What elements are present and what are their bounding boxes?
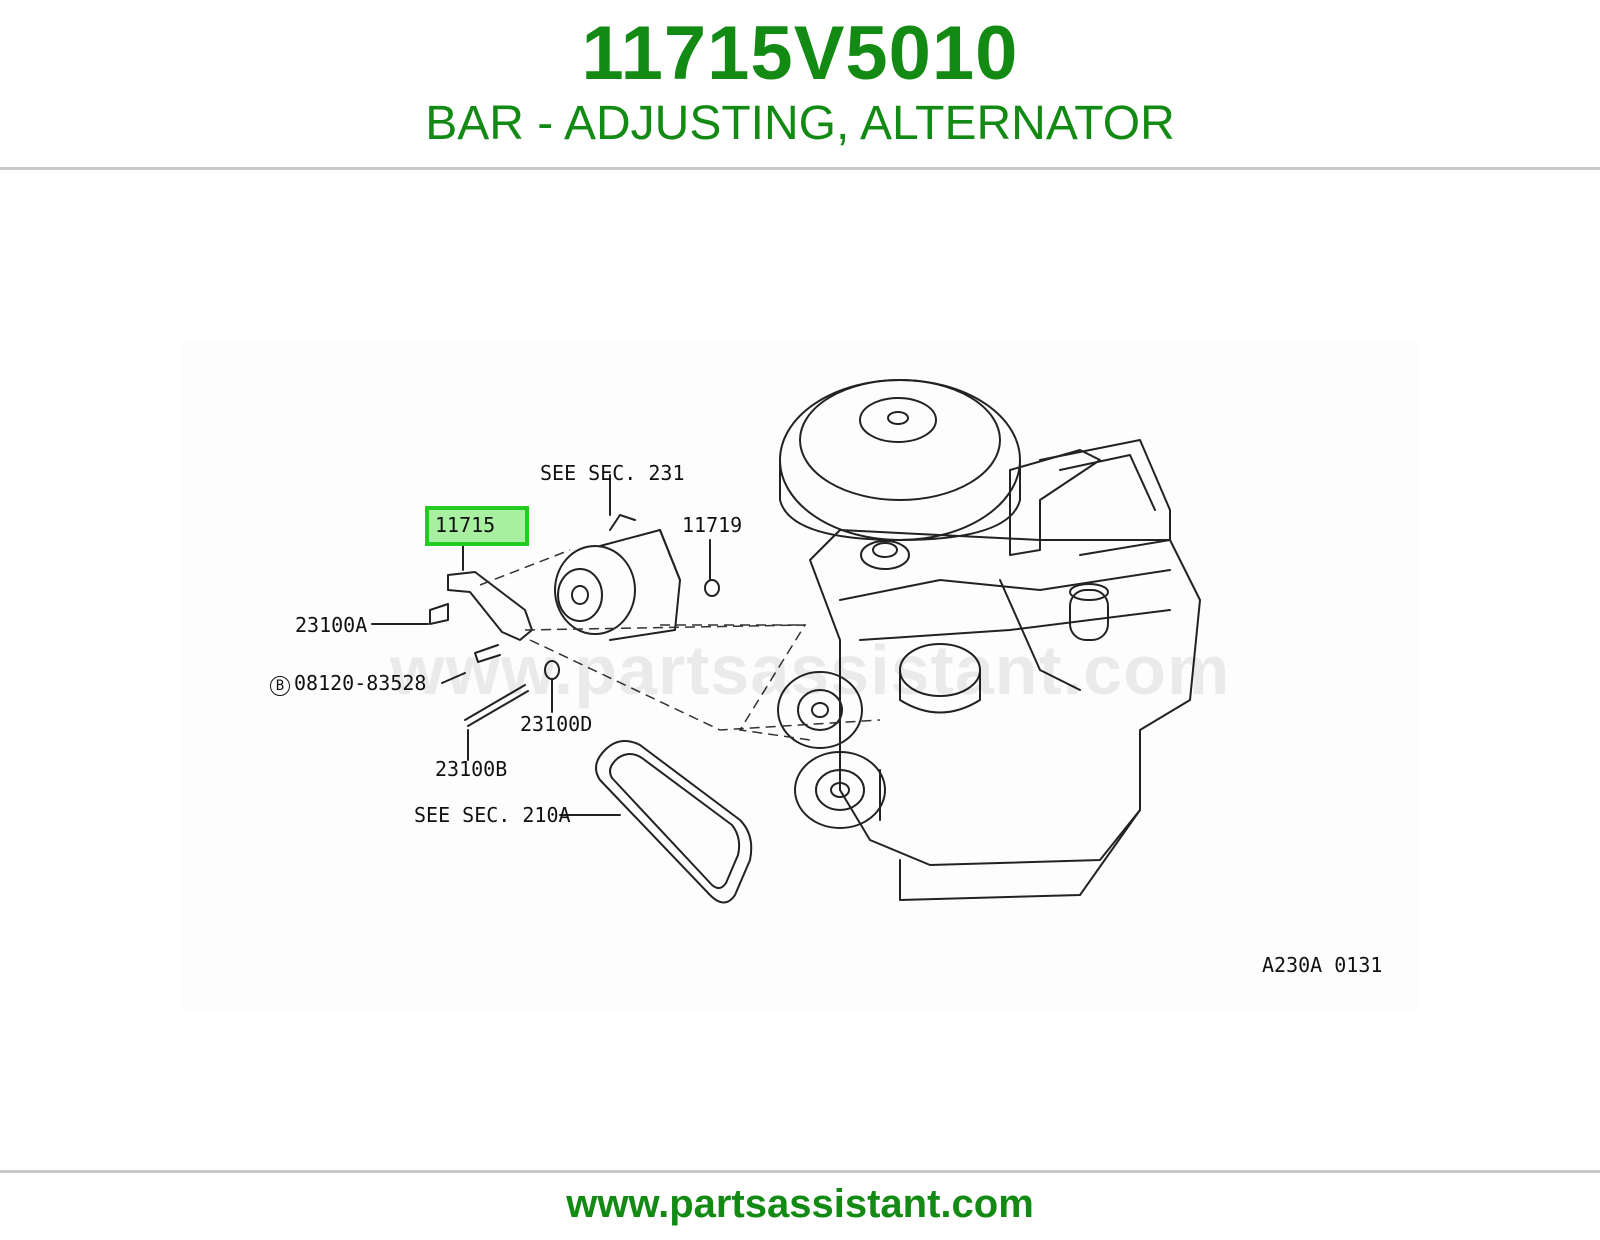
part-number-title: 11715V5010 — [581, 11, 1019, 96]
alternator-body — [554, 545, 636, 635]
callout-08120-label: 08120-83528 — [294, 671, 427, 695]
water-pump-pulley — [777, 671, 863, 749]
footer-url[interactable]: www.partsassistant.com — [566, 1182, 1034, 1226]
engine-illustration — [371, 379, 1201, 904]
header-divider — [0, 167, 1600, 170]
drive-belt — [595, 740, 753, 904]
air-cleaner-housing — [779, 379, 1021, 541]
figure-code: A230A 0131 — [1262, 953, 1383, 977]
diagram-watermark: www.partsassistant.com — [390, 631, 1231, 709]
callout-23100B[interactable]: 23100B — [435, 757, 508, 781]
footer-divider — [0, 1170, 1600, 1173]
callout-11719[interactable]: 11719 — [682, 513, 743, 537]
page-header: 11715V5010 BAR - ADJUSTING, ALTERNATOR — [0, 0, 1600, 170]
callout-see-sec-231[interactable]: SEE SEC. 231 — [540, 461, 685, 485]
crank-pulley — [794, 751, 886, 829]
engine-block — [809, 529, 1201, 866]
part-name-subtitle: BAR - ADJUSTING, ALTERNATOR — [425, 97, 1175, 150]
parts-diagram: www.partsassistant.com SEE SEC. 231 1171… — [180, 340, 1420, 1010]
bolt-b-symbol-icon: B — [270, 676, 290, 696]
adjusting-bar — [447, 571, 533, 641]
callout-see-sec-210A[interactable]: SEE SEC. 210A — [414, 803, 571, 827]
callout-23100D[interactable]: 23100D — [520, 712, 593, 736]
callout-23100A[interactable]: 23100A — [295, 613, 368, 637]
callout-11715-highlighted[interactable]: 11715 — [425, 506, 530, 546]
